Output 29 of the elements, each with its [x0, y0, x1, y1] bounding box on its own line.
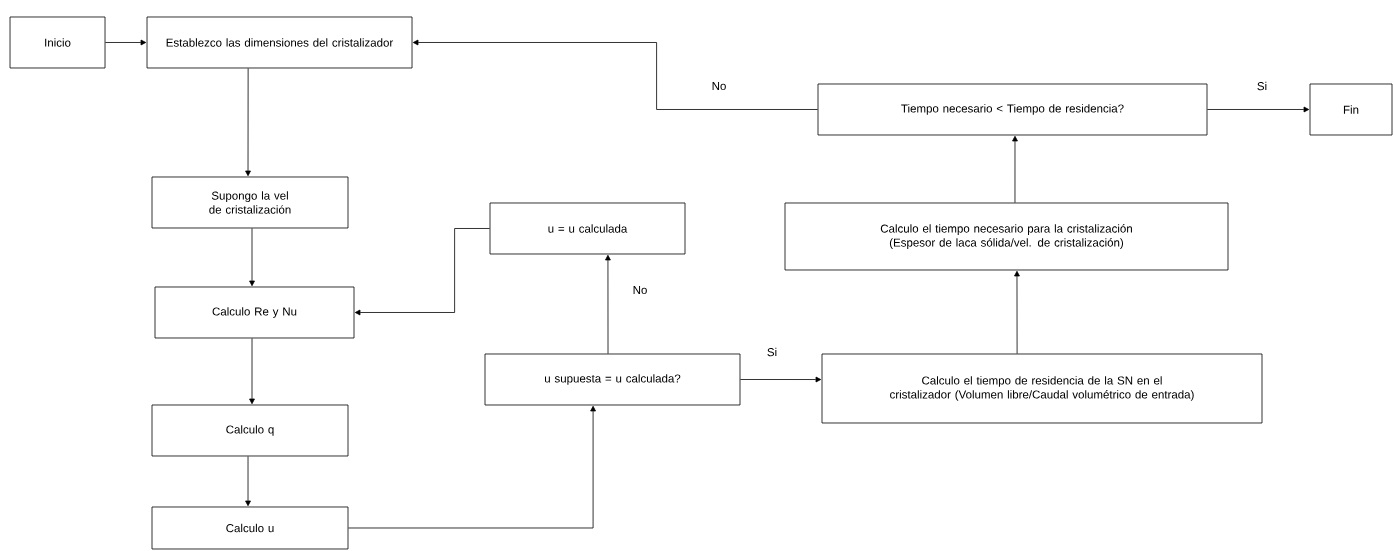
arrow [105, 39, 147, 46]
process-box: u supuesta = u calculada? [484, 353, 741, 406]
edge-label: Si [1255, 80, 1269, 92]
arrow [1012, 135, 1018, 203]
arrow [1014, 270, 1020, 354]
process-box: Fin [1309, 83, 1393, 136]
arrow [245, 68, 251, 177]
edge-label: Si [765, 346, 779, 358]
arrow [740, 376, 822, 383]
edge-label: No [631, 285, 649, 295]
process-box: Calculo u [151, 506, 349, 550]
arrow [245, 456, 251, 507]
process-box: Calculo q [151, 404, 349, 457]
process-box: Calculo el tiempo de residencia de la SN en el cristalizador (Volumen libre/Caudal volumétrico de entrada) [821, 353, 1263, 424]
edge-label: No [710, 81, 728, 91]
arrow [249, 338, 255, 405]
process-box: Establezco las dimensiones del cristalizador [146, 16, 413, 69]
process-box: Tiempo necesario < Tiempo de residencia? [817, 83, 1208, 136]
process-box: u = u calculada [489, 202, 686, 255]
arrow [249, 228, 255, 287]
arrow [348, 405, 596, 529]
process-box: Supongo la vel de cristalización [151, 176, 349, 229]
process-box: Calculo el tiempo necesario para la cristalización (Espesor de laca sólida/vel. de cristalización) [784, 202, 1229, 271]
process-box: Inicio [9, 16, 106, 69]
arrow [354, 228, 490, 316]
arrow [605, 254, 611, 354]
process-box: Calculo Re y Nu [154, 286, 355, 339]
arrow [1207, 106, 1310, 113]
arrow [412, 39, 818, 110]
